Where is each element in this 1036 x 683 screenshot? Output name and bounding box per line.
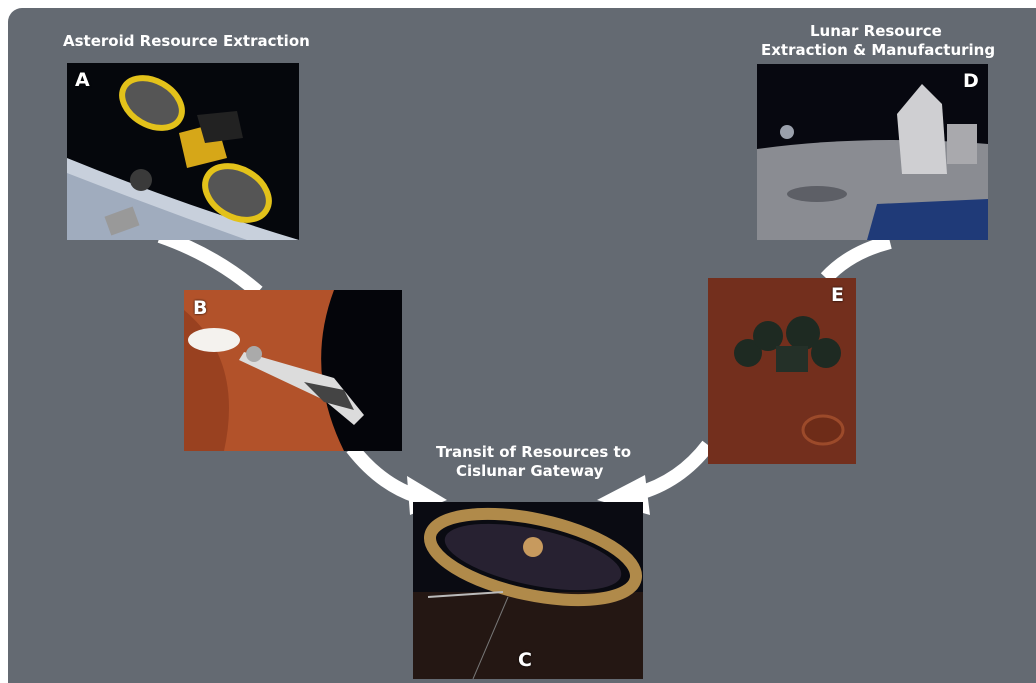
connector-b-to-c: [352, 448, 416, 496]
connector-a-to-b: [160, 236, 258, 292]
lunar-base-photo: [757, 64, 988, 240]
asteroid-mining-spacecraft-photo: [67, 63, 299, 240]
caption-transit-line2: Cislunar Gateway: [456, 462, 603, 481]
resource-transport-rocket-photo: [184, 290, 402, 451]
label-a: A: [75, 69, 90, 91]
connector-e-to-c: [636, 445, 708, 494]
label-e: E: [831, 284, 844, 306]
label-c: C: [518, 649, 532, 671]
label-b: B: [193, 297, 207, 319]
caption-lunar-line2: Extraction & Manufacturing: [761, 41, 995, 60]
connector-d-to-e: [826, 242, 890, 278]
caption-lunar-line1: Lunar Resource: [810, 22, 942, 41]
caption-asteroid-resource-extraction: Asteroid Resource Extraction: [63, 32, 310, 51]
caption-transit-line1: Transit of Resources to: [436, 443, 631, 462]
label-d: D: [963, 70, 979, 92]
